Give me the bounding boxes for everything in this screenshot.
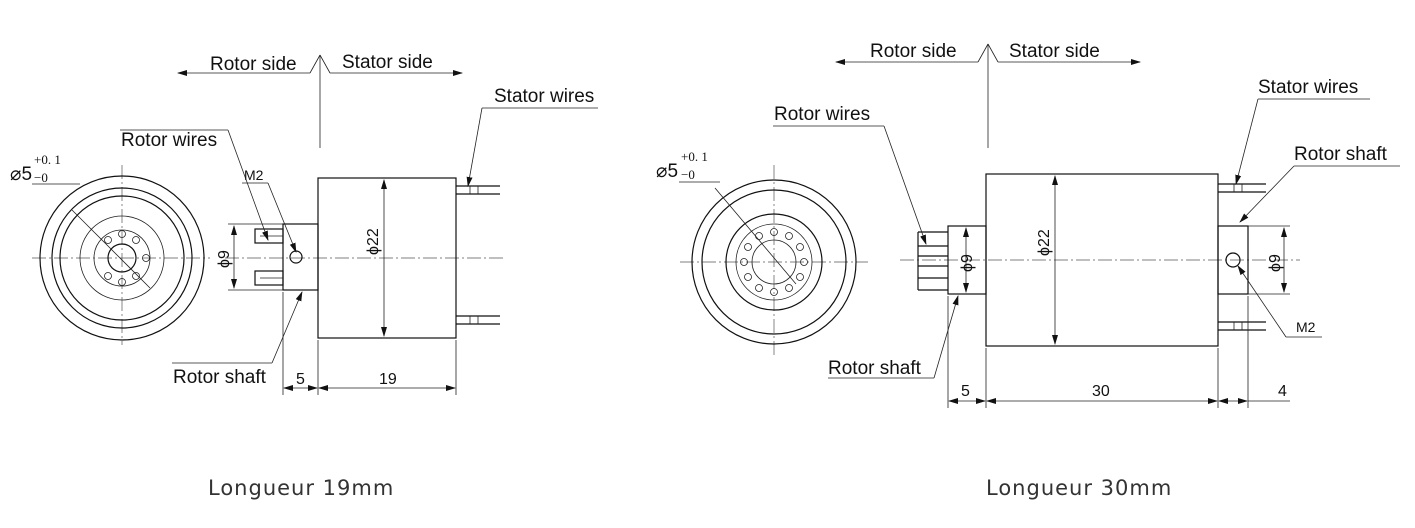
rotor-side-label-2: Rotor side xyxy=(870,41,957,62)
pin-circle-30 xyxy=(740,228,808,296)
stator-side-label-2: Stator side xyxy=(1009,41,1100,62)
shaft-diameter-label-left: ϕ9 xyxy=(959,254,976,272)
side-view-19: ϕ22 ϕ9 5 19 Rotor wires M2 Stator wires xyxy=(120,86,598,395)
end-view-30: ⌀5 +0. 1 −0 xyxy=(656,149,868,358)
drawing-30mm: Rotor side Stator side xyxy=(656,41,1400,500)
shaft-length-dim-2: 5 xyxy=(961,383,970,400)
stator-side-label: Stator side xyxy=(342,52,433,73)
bore-tolerance-upper-2: +0. 1 xyxy=(681,149,708,164)
shaft-diameter-label: ϕ9 xyxy=(216,250,233,268)
side-indicator-30: Rotor side Stator side xyxy=(835,41,1141,148)
bore-tolerance-lower: −0 xyxy=(34,170,48,185)
stator-wires-label: Stator wires xyxy=(494,86,594,107)
body-length-dim: 19 xyxy=(379,371,397,388)
body-diameter-label: ϕ22 xyxy=(365,228,382,255)
caption-30mm: Longueur 30mm xyxy=(986,476,1172,500)
rotor-side-label: Rotor side xyxy=(210,54,297,75)
side-indicator-19: Rotor side Stator side xyxy=(177,52,463,148)
rotor-wires-label-2: Rotor wires xyxy=(774,104,870,125)
rotor-shaft-label: Rotor shaft xyxy=(173,367,267,388)
body-diameter-label-2: ϕ22 xyxy=(1036,229,1053,256)
thread-label-2: M2 xyxy=(1296,319,1316,335)
side-view-30: ϕ22 ϕ9 ϕ9 5 30 4 Rotor wires xyxy=(773,77,1400,408)
end-view-19: ⌀5 +0. 1 −0 xyxy=(10,152,210,345)
bore-tolerance-lower-2: −0 xyxy=(681,167,695,182)
thread-label: M2 xyxy=(244,167,264,183)
bore-diameter-label: ⌀5 xyxy=(10,164,32,185)
drawing-19mm: Rotor side Stator side ⌀5 +0. 1 −0 xyxy=(10,52,598,500)
rotor-wires-label: Rotor wires xyxy=(121,130,217,151)
shaft-length-dim: 5 xyxy=(296,371,305,388)
rotor-shaft-label-2: Rotor shaft xyxy=(828,358,922,379)
shaft-diameter-label-right: ϕ9 xyxy=(1267,254,1284,272)
bore-diameter-label-2: ⌀5 xyxy=(656,161,678,182)
stator-wires-label-2: Stator wires xyxy=(1258,77,1358,98)
caption-19mm: Longueur 19mm xyxy=(208,476,394,500)
body-length-dim-2: 30 xyxy=(1092,383,1110,400)
bore-tolerance-upper: +0. 1 xyxy=(34,152,61,167)
rear-length-dim: 4 xyxy=(1278,383,1287,400)
rotor-shaft-right-label: Rotor shaft xyxy=(1294,144,1388,165)
